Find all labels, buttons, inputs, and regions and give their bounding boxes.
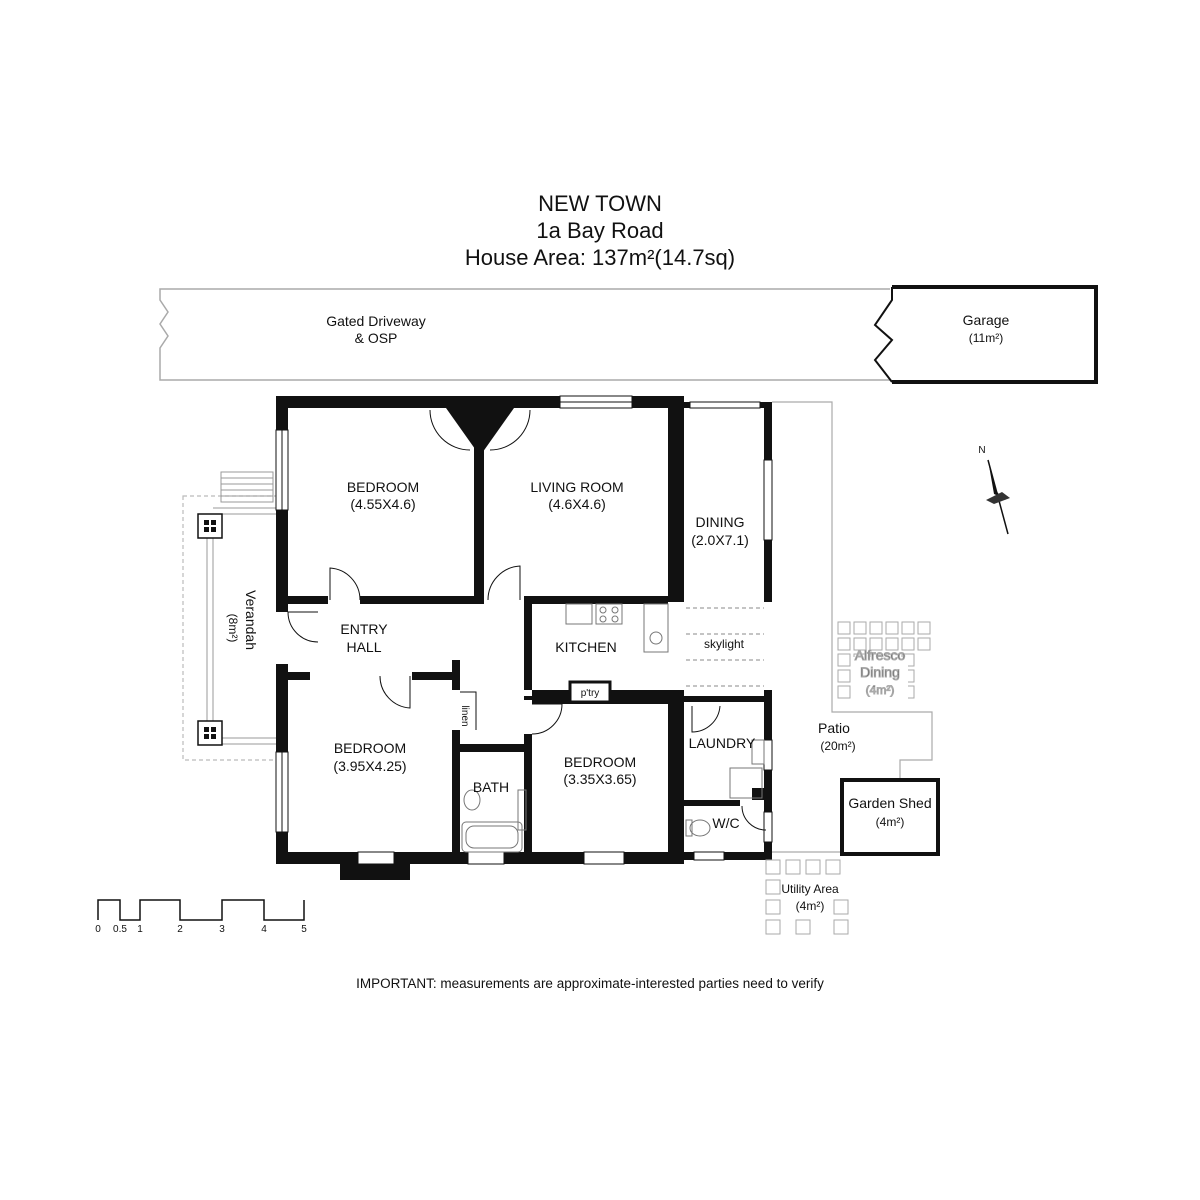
alfresco-dining: Alfresco Dining (4m²) — [837, 621, 931, 703]
bedroom1-dim: (4.55X4.6) — [350, 496, 415, 512]
north-label: N — [978, 445, 985, 456]
garden-shed: Garden Shed (4m²) — [840, 778, 940, 856]
verandah-area: (8m²) — [226, 614, 240, 643]
patio-area: (20m²) — [820, 739, 855, 753]
alfresco-label-2: Dining — [860, 664, 900, 680]
scale-label-3: 3 — [219, 924, 225, 935]
garage-area: (11m²) — [969, 331, 1003, 345]
north-arrow-icon: N — [978, 445, 1010, 535]
dining-dim: (2.0X7.1) — [691, 532, 749, 548]
scale-label-4: 4 — [261, 924, 267, 935]
kitchen-label: KITCHEN — [555, 639, 616, 655]
driveway-label-1: Gated Driveway — [326, 313, 426, 329]
garage: Garage (11m²) — [873, 285, 1098, 384]
skylight-label: skylight — [704, 637, 745, 651]
bedroom1-label: BEDROOM — [347, 479, 419, 495]
bedroom2-dim: (3.95X4.25) — [333, 758, 406, 774]
room-labels: BEDROOM (4.55X4.6) LIVING ROOM (4.6X4.6)… — [333, 479, 756, 831]
patio-label: Patio — [818, 720, 850, 736]
scale-label-1: 1 — [137, 924, 143, 935]
bath-fixtures — [461, 739, 765, 853]
bedroom3-label: BEDROOM — [564, 754, 636, 770]
laundry-label: LAUNDRY — [689, 735, 756, 751]
living-room-dim: (4.6X4.6) — [548, 496, 606, 512]
driveway: Gated Driveway & OSP — [159, 288, 890, 381]
windows — [275, 395, 773, 865]
footer-note: IMPORTANT: measurements are approximate-… — [356, 976, 824, 991]
utility-area: Utility Area (4m²) — [765, 859, 849, 935]
house-walls — [276, 396, 772, 880]
linen-label: linen — [459, 705, 470, 726]
bath-label: BATH — [473, 779, 509, 795]
utility-label: Utility Area — [781, 882, 839, 896]
suburb-title: NEW TOWN — [538, 191, 662, 216]
garage-label: Garage — [963, 312, 1010, 328]
verandah: Verandah (8m²) — [182, 471, 279, 761]
driveway-label-2: & OSP — [355, 330, 398, 346]
utility-area-size: (4m²) — [796, 899, 825, 913]
living-room-label: LIVING ROOM — [530, 479, 623, 495]
plan-header: NEW TOWN 1a Bay Road House Area: 137m²(1… — [0, 190, 1200, 271]
garden-shed-area: (4m²) — [876, 815, 905, 829]
bedroom3-dim: (3.35X3.65) — [563, 771, 636, 787]
kitchen-fixtures — [565, 603, 669, 704]
pantry-label: p'try — [581, 688, 600, 699]
bedroom2-label: BEDROOM — [334, 740, 406, 756]
garden-shed-label: Garden Shed — [848, 795, 931, 811]
house-area-title: House Area: 137m²(14.7sq) — [464, 245, 736, 270]
scale-label-0-5: 0.5 — [113, 924, 127, 935]
alfresco-area: (4m²) — [866, 683, 895, 697]
scale-bar: 0 0.5 1 2 3 4 5 — [95, 899, 307, 935]
doors — [276, 409, 767, 831]
skylight — [686, 607, 764, 687]
wc-label: W/C — [712, 815, 739, 831]
scale-label-0: 0 — [95, 924, 101, 935]
address-title: 1a Bay Road — [536, 218, 664, 243]
scale-label-2: 2 — [177, 924, 183, 935]
scale-label-5: 5 — [301, 924, 307, 935]
entry-hall-label-1: ENTRY — [340, 621, 388, 637]
entry-hall-label-2: HALL — [346, 639, 381, 655]
verandah-label: Verandah — [243, 590, 259, 650]
dining-label: DINING — [696, 514, 745, 530]
alfresco-label-1: Alfresco — [855, 647, 906, 663]
